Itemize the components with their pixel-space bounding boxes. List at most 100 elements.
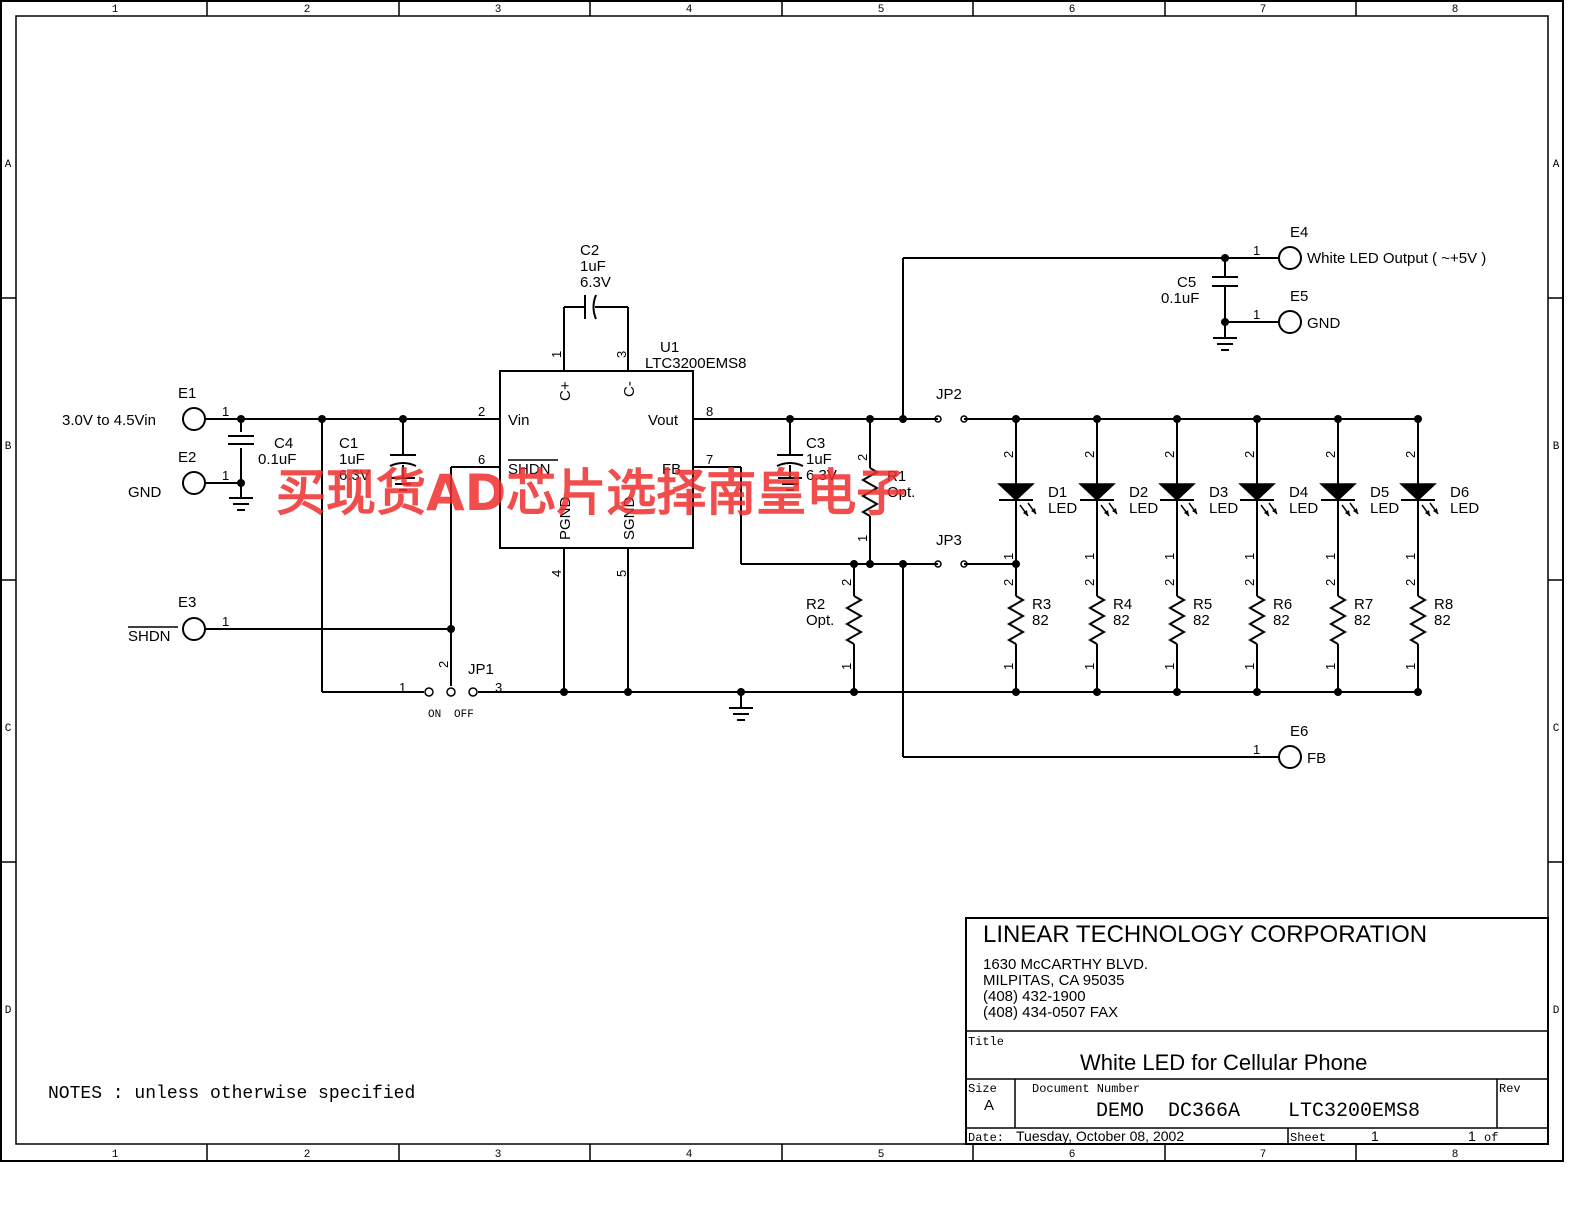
col-label-top-6: 6: [1069, 4, 1076, 16]
tb-sheet-label: Sheet: [1290, 1131, 1326, 1145]
diode-ref: D2: [1129, 484, 1148, 501]
jp1-pin-3: 3: [495, 680, 502, 695]
r2-ref: R2: [806, 596, 825, 613]
r2-value: Opt.: [806, 612, 834, 629]
jumper-jp2: JP2: [934, 386, 968, 423]
watermark: 买现货AD芯片选择南皇电子: [276, 464, 906, 522]
resistor-ref: R5: [1193, 596, 1212, 613]
diode-ref: D6: [1450, 484, 1469, 501]
led-symbol: [997, 483, 1035, 502]
ic-pin-sgnd: SGND: [621, 496, 638, 540]
capacitor-labels: C4 0.1uF C1 1uF 6.3V C2 1uF 6.3V C3 1uF …: [258, 242, 1199, 484]
resistor-symbol: [1328, 595, 1348, 645]
resistor-symbol: [1167, 595, 1187, 645]
diode-ref: D4: [1289, 484, 1308, 501]
diode-value: LED: [1129, 500, 1158, 517]
ic-pin-num-6: 6: [478, 452, 485, 467]
row-label-right-b: B: [1553, 441, 1560, 453]
ic-pin-num-8: 8: [706, 404, 713, 419]
jp1-off: OFF: [454, 709, 474, 721]
pin-number: 1: [1162, 663, 1177, 670]
tb-of-label: of: [1484, 1131, 1498, 1145]
resistor-value: 82: [1434, 612, 1451, 629]
e1-pin: 1: [222, 404, 229, 419]
e4-ref: E4: [1290, 224, 1308, 241]
ic-pin-num-1: 1: [549, 351, 564, 358]
resistor-ref: R3: [1032, 596, 1051, 613]
tb-company: LINEAR TECHNOLOGY CORPORATION: [983, 921, 1427, 948]
pin-number: 2: [1082, 451, 1097, 458]
row-label-right-c: C: [1553, 723, 1560, 735]
e4-label: White LED Output ( ~+5V ): [1307, 250, 1486, 267]
c2-value: 1uF: [580, 258, 606, 275]
pin-number: 2: [1403, 451, 1418, 458]
col-label-bottom-2: 2: [304, 1149, 311, 1161]
e2-label: GND: [128, 484, 162, 501]
pin-number: 1: [1082, 663, 1097, 670]
col-label-bottom-1: 1: [112, 1149, 119, 1161]
notes: NOTES : unless otherwise specified: [48, 1084, 415, 1104]
led-branches: 2121D1LEDR3822121D2LEDR4822121D3LEDR5822…: [997, 415, 1479, 696]
tb-address1: 1630 McCARTHY BLVD.: [983, 956, 1148, 973]
pin-number: 2: [1082, 579, 1097, 586]
tb-date: Tuesday, October 08, 2002: [1016, 1128, 1184, 1144]
tb-size-label: Size: [968, 1082, 997, 1096]
col-label-top-4: 4: [686, 4, 693, 16]
resistor-symbols: [844, 467, 880, 645]
tb-fax: (408) 434-0507 FAX: [983, 1004, 1118, 1021]
pin-number: 2: [1323, 579, 1338, 586]
ic-pin-num-2: 2: [478, 404, 485, 419]
jp1-pin-2: 2: [436, 661, 451, 668]
resistor-value: 82: [1113, 612, 1130, 629]
resistor-symbol: [1408, 595, 1428, 645]
pin-number: 2: [1242, 451, 1257, 458]
tb-address2: MILPITAS, CA 95035: [983, 972, 1124, 989]
c1-ref: C1: [339, 435, 358, 452]
e2-ref: E2: [178, 449, 196, 466]
row-label-left-d: D: [5, 1005, 12, 1017]
col-label-bottom-6: 6: [1069, 1149, 1076, 1161]
pin-number: 1: [1082, 553, 1097, 560]
ic-pin-num-7: 7: [706, 452, 713, 467]
led-symbol: [1238, 483, 1276, 502]
col-label-bottom-8: 8: [1452, 1149, 1459, 1161]
tb-phone: (408) 432-1900: [983, 988, 1086, 1005]
led-symbol: [1158, 483, 1196, 502]
r1-pin-1: 1: [855, 535, 870, 542]
ic-pin-cplus: C+: [557, 381, 574, 401]
e5-pin: 1: [1253, 307, 1260, 322]
r1-ref: R1: [887, 468, 906, 485]
e6-pin: 1: [1253, 742, 1260, 757]
tb-date-label: Date:: [968, 1131, 1004, 1145]
tb-size: A: [984, 1097, 994, 1114]
pin-number: 1: [1242, 553, 1257, 560]
pin-number: 1: [1001, 553, 1016, 560]
c2-ref: C2: [580, 242, 599, 259]
pin-number: 1: [1162, 553, 1177, 560]
resistor-symbol: [1247, 595, 1267, 645]
pin-number: 1: [1403, 663, 1418, 670]
col-label-bottom-5: 5: [878, 1149, 885, 1161]
tb-docnum-label: Document Number: [1032, 1082, 1140, 1096]
c5-ref: C5: [1177, 274, 1196, 291]
ic-pin-vout: Vout: [648, 412, 679, 429]
c1-value: 1uF: [339, 451, 365, 468]
resistor-value: 82: [1032, 612, 1049, 629]
tb-docnum: DEMO DC366A LTC3200EMS8: [1096, 1100, 1420, 1123]
connector-symbols: [182, 246, 1302, 769]
e5-ref: E5: [1290, 288, 1308, 305]
pin-number: 2: [1403, 579, 1418, 586]
diode-ref: D5: [1370, 484, 1389, 501]
pin-number: 1: [1242, 663, 1257, 670]
pin-number: 2: [1323, 451, 1338, 458]
tb-title: White LED for Cellular Phone: [1080, 1050, 1367, 1075]
resistor-symbol: [1087, 595, 1107, 645]
c2-rating: 6.3V: [580, 274, 611, 291]
jp3-ref: JP3: [936, 532, 962, 549]
pin-number: 1: [1323, 553, 1338, 560]
ground-symbols: [229, 337, 1237, 721]
ic-part: LTC3200EMS8: [645, 355, 746, 372]
col-label-top-5: 5: [878, 4, 885, 16]
